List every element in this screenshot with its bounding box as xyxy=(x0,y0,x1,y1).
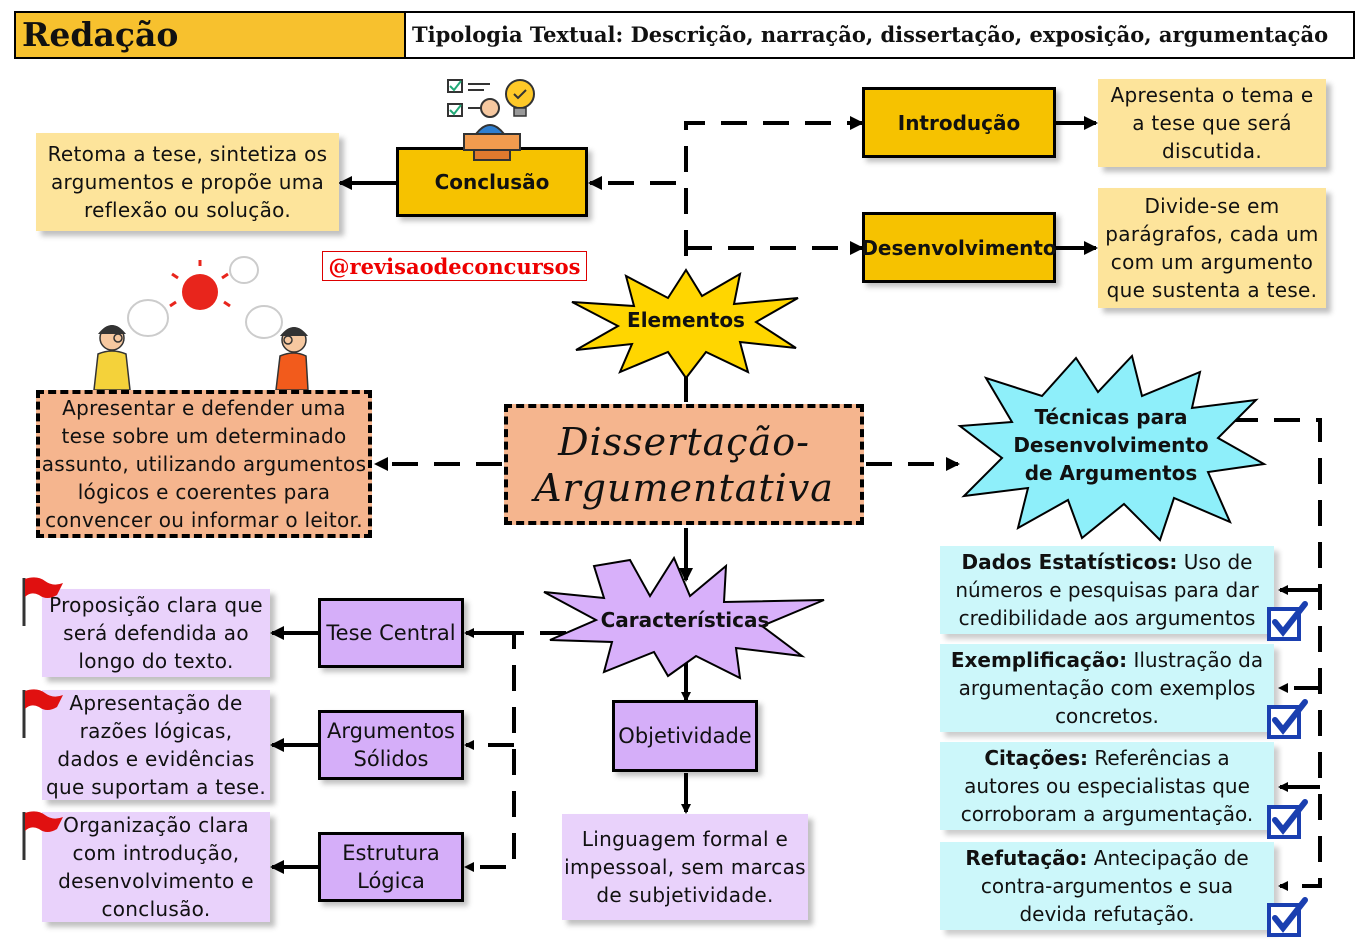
desenvolvimento-box: Desenvolvimento xyxy=(861,212,1057,283)
argumentos-note: Apresentação de razões lógicas, dados e … xyxy=(42,690,270,800)
tecnicas-label-line: Técnicas para xyxy=(1034,405,1188,429)
conclusao-note: Retoma a tese, sintetiza os argumentos e… xyxy=(36,133,339,231)
box-line: Estrutura xyxy=(342,841,440,865)
red-flag-icon xyxy=(22,811,63,860)
main-topic-line: Argumentativa xyxy=(534,465,834,510)
desenvolvimento-note: Divide-se em parágrafos, cada um com um … xyxy=(1098,188,1326,308)
note-line: de subjetividade. xyxy=(596,883,774,907)
red-flag-icon xyxy=(22,689,63,738)
tecnica-line: argumentação com exemplos xyxy=(958,676,1256,700)
tecnica-line: contra-argumentos e sua xyxy=(980,874,1234,898)
tecnica-exemplificacao: Exemplificação: Ilustração da argumentaç… xyxy=(940,644,1274,732)
discussion-people-icon xyxy=(93,256,309,390)
objetividade-box: Objetividade xyxy=(612,700,758,772)
objetividade-note: Linguagem formal e impessoal, sem marcas… xyxy=(562,814,808,920)
red-flag-icon xyxy=(22,577,63,626)
note-line: dados e evidências xyxy=(57,747,255,771)
tecnica-line: devida refutação. xyxy=(1019,902,1195,926)
tecnica-term: Refutação: xyxy=(965,846,1088,870)
note-line: com introdução, xyxy=(72,841,240,865)
tecnica-text: Antecipação de xyxy=(1093,846,1249,870)
tecnica-line: Dados Estatísticos: Uso de xyxy=(962,548,1253,576)
tese-central-note: Proposição clara que será defendida ao l… xyxy=(42,589,270,677)
tecnica-line: autores ou especialistas que xyxy=(964,774,1250,798)
tecnica-term: Exemplificação: xyxy=(950,648,1128,672)
definition-line: assunto, utilizando argumentos xyxy=(41,452,367,476)
box-line: Argumentos xyxy=(327,719,455,743)
tecnica-line: números e pesquisas para dar xyxy=(955,578,1259,602)
note-line: razões lógicas, xyxy=(79,719,233,743)
definition-line: convencer ou informar o leitor. xyxy=(45,508,363,532)
tecnica-term: Citações: xyxy=(984,746,1089,770)
note-line: Divide-se em xyxy=(1144,194,1280,218)
note-line: que sustenta a tese. xyxy=(1106,278,1318,302)
elementos-starburst xyxy=(571,268,799,380)
note-line: que suportam a tese. xyxy=(45,775,267,799)
blue-checkbox-icon xyxy=(1267,601,1308,641)
tecnica-citacoes: Citações: Referências a autores ou espec… xyxy=(940,742,1274,830)
note-line: impessoal, sem marcas xyxy=(564,855,806,879)
note-line: argumentos e propõe uma xyxy=(50,170,325,194)
box-line: Lógica xyxy=(357,869,425,893)
tecnica-line: credibilidade aos argumentos xyxy=(958,606,1256,630)
definition-box: Apresentar e defender uma tese sobre um … xyxy=(36,390,372,538)
blue-checkbox-icon xyxy=(1267,897,1308,937)
blue-checkbox-icon xyxy=(1267,699,1308,739)
note-line: Apresentação de xyxy=(69,691,243,715)
note-line: Linguagem formal e xyxy=(581,827,789,851)
tecnicas-label-line: Desenvolvimento xyxy=(1013,433,1209,457)
introducao-note: Apresenta o tema e a tese que será discu… xyxy=(1098,79,1326,167)
tecnicas-label: Técnicas para Desenvolvimento de Argumen… xyxy=(1006,402,1216,488)
introducao-box: Introdução xyxy=(862,87,1056,158)
tese-central-box: Tese Central xyxy=(318,598,464,668)
estrutura-box: Estrutura Lógica xyxy=(318,832,464,902)
main-topic-line: Dissertação- xyxy=(558,419,810,464)
tecnica-dados: Dados Estatísticos: Uso de números e pes… xyxy=(940,546,1274,634)
note-line: Apresenta o tema e xyxy=(1110,83,1314,107)
tecnicas-starburst xyxy=(957,353,1268,542)
note-line: conclusão. xyxy=(101,897,211,921)
note-line: a tese que será xyxy=(1132,111,1292,135)
definition-line: Apresentar e defender uma xyxy=(62,396,346,420)
note-line: com um argumento xyxy=(1110,250,1314,274)
tecnica-text: Uso de xyxy=(1183,550,1253,574)
checklist-person-idea-icon xyxy=(447,79,535,161)
estrutura-note: Organização clara com introdução, desenv… xyxy=(42,812,270,922)
instagram-handle: @revisaodeconcursos xyxy=(322,251,587,281)
note-line: reflexão ou solução. xyxy=(84,198,291,222)
note-line: Retoma a tese, sintetiza os xyxy=(47,142,328,166)
tecnica-text: Ilustração da xyxy=(1133,648,1264,672)
tecnica-line: concretos. xyxy=(1055,704,1159,728)
note-line: será defendida ao xyxy=(63,621,249,645)
definition-line: lógicos e coerentes para xyxy=(77,480,331,504)
note-line: desenvolvimento e xyxy=(58,869,254,893)
note-line: Proposição clara que xyxy=(49,593,263,617)
definition-line: tese sobre um determinado xyxy=(61,424,347,448)
note-line: longo do texto. xyxy=(78,649,234,673)
tecnica-term: Dados Estatísticos: xyxy=(961,550,1178,574)
tecnica-refutacao: Refutação: Antecipação de contra-argumen… xyxy=(940,842,1274,930)
tecnica-line: Exemplificação: Ilustração da xyxy=(951,646,1263,674)
box-line: Sólidos xyxy=(353,747,429,771)
elementos-label: Elementos xyxy=(627,308,745,332)
note-line: Organização clara xyxy=(63,813,249,837)
tecnicas-label-line: de Argumentos xyxy=(1024,461,1198,485)
caracteristicas-label: Características xyxy=(600,608,770,632)
note-line: discutida. xyxy=(1161,139,1263,163)
note-line: parágrafos, cada um xyxy=(1105,222,1319,246)
tecnica-line: Refutação: Antecipação de xyxy=(965,844,1248,872)
tecnica-text: Referências a xyxy=(1094,746,1230,770)
subject-title: Redação xyxy=(14,11,406,59)
blue-checkbox-icon xyxy=(1267,799,1308,839)
tecnica-line: corroboram a argumentação. xyxy=(960,802,1254,826)
topic-title: Tipologia Textual: Descrição, narração, … xyxy=(404,11,1355,59)
argumentos-box: Argumentos Sólidos xyxy=(318,710,464,780)
main-topic-box: Dissertação- Argumentativa xyxy=(504,404,864,525)
caracteristicas-starburst xyxy=(543,556,825,680)
tecnica-line: Citações: Referências a xyxy=(984,744,1229,772)
